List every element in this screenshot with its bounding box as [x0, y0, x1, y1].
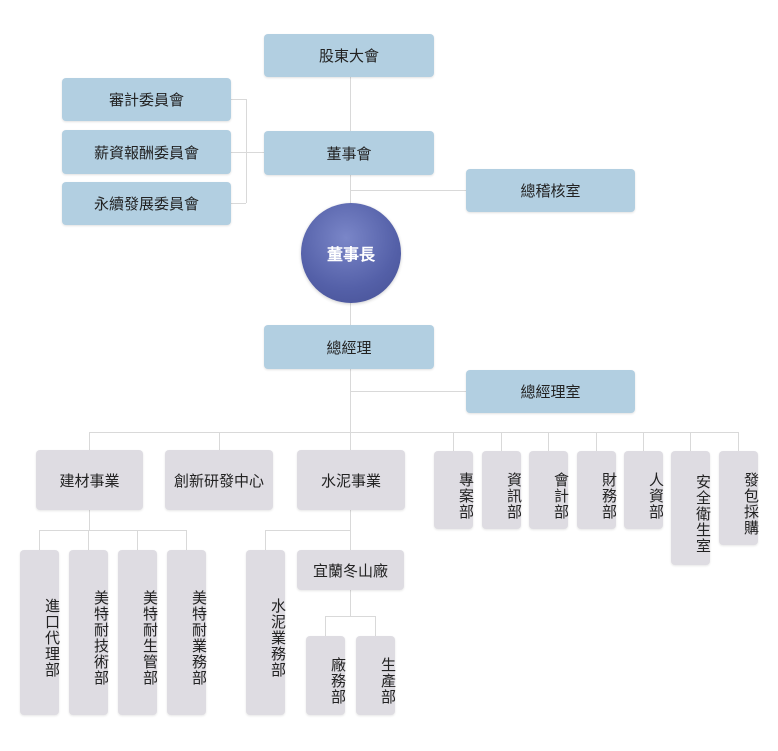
sustainability-committee-box: 永續發展委員會	[62, 182, 231, 225]
connector	[39, 530, 40, 550]
connector	[548, 432, 549, 451]
connector	[350, 369, 351, 450]
accounting-dept-box: 會計部	[529, 451, 570, 529]
connector	[350, 530, 351, 550]
connector	[39, 530, 186, 531]
board-of-directors-box: 董事會	[264, 131, 434, 175]
connector	[231, 152, 264, 153]
connector	[89, 432, 738, 433]
connector	[265, 530, 350, 531]
import-agency-dept-box: 進口代理部	[20, 550, 61, 715]
projects-dept-box: 專案部	[434, 451, 475, 529]
connector	[350, 391, 466, 392]
procurement-box: 發包採購	[719, 451, 760, 545]
connector	[501, 432, 502, 451]
shareholders-meeting-box: 股東大會	[264, 34, 434, 77]
yilan-dongshan-plant-box: 宜蘭冬山廠	[297, 550, 404, 590]
connector	[88, 530, 89, 550]
connector	[89, 510, 90, 530]
cement-sales-dept-box: 水泥業務部	[246, 550, 287, 715]
connector	[231, 203, 246, 204]
connector	[350, 590, 351, 616]
connector	[265, 530, 266, 550]
connector	[453, 432, 454, 451]
connector	[325, 616, 326, 636]
connector	[643, 432, 644, 451]
connector	[350, 190, 466, 191]
connector	[89, 432, 90, 450]
building-materials-division-box: 建材事業	[36, 450, 143, 510]
metnai-production-dept-box: 美特耐生管部	[118, 550, 159, 715]
connector	[231, 99, 246, 100]
compensation-committee-box: 薪資報酬委員會	[62, 130, 231, 174]
connector	[219, 432, 220, 450]
connector	[738, 432, 739, 451]
it-dept-box: 資訊部	[482, 451, 523, 529]
connector	[596, 432, 597, 451]
audit-committee-box: 審計委員會	[62, 78, 231, 121]
connector	[186, 530, 187, 550]
connector	[325, 616, 375, 617]
connector	[350, 175, 351, 203]
general-manager-box: 總經理	[264, 325, 434, 369]
connector	[350, 510, 351, 530]
gm-office-box: 總經理室	[466, 370, 635, 413]
connector	[690, 432, 691, 451]
cement-division-box: 水泥事業	[297, 450, 405, 510]
production-dept-box: 生產部	[356, 636, 397, 715]
hr-dept-box: 人資部	[624, 451, 665, 529]
chairman-node: 董事長	[301, 203, 401, 303]
connector	[375, 616, 376, 636]
connector	[137, 530, 138, 550]
plant-affairs-dept-box: 廠務部	[306, 636, 347, 715]
safety-office-box: 安全衛生室	[671, 451, 712, 565]
connector	[246, 99, 247, 203]
metnai-sales-dept-box: 美特耐業務部	[167, 550, 208, 715]
rnd-center-box: 創新研發中心	[165, 450, 273, 510]
finance-dept-box: 財務部	[577, 451, 618, 529]
connector	[350, 303, 351, 325]
metnai-tech-dept-box: 美特耐技術部	[69, 550, 110, 715]
audit-office-box: 總稽核室	[466, 169, 635, 212]
connector	[350, 77, 351, 131]
